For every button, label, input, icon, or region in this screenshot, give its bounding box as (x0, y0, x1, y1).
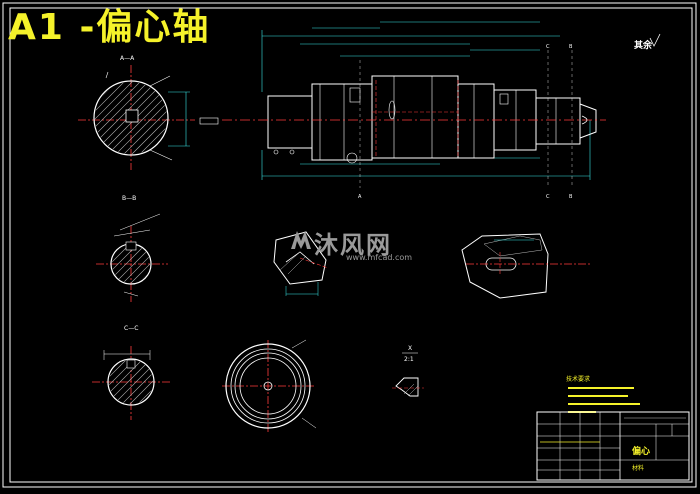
cut-mark-c-top: C (546, 44, 550, 50)
cut-mark-c-bottom: C (546, 194, 550, 200)
roughness-symbol (649, 33, 661, 47)
outer-frame (2, 2, 697, 488)
cut-mark-a: A (358, 194, 362, 200)
section-b-b: B—B (96, 195, 168, 302)
drawing-title: A1 -偏心轴 (8, 7, 211, 48)
section-b-b-label: B—B (122, 195, 136, 202)
detail-x-label: X (408, 345, 412, 352)
section-a-a: A—A (78, 55, 219, 170)
detail-keyway (273, 231, 329, 296)
a-a-outline (93, 80, 169, 156)
section-c-c: C—C (92, 325, 172, 420)
tech-requirements: 技术要求 (566, 375, 640, 413)
watermark-text: 沐风网 (314, 231, 392, 259)
detail-x-scale: 2:1 (404, 356, 414, 363)
title-block-name: 偏心 (632, 445, 650, 457)
shaft-elevation (222, 21, 606, 188)
section-c-c-label: C—C (124, 325, 138, 332)
section-a-a-label: A—A (120, 55, 135, 62)
cut-mark-b-bottom: B (569, 194, 573, 200)
title-block: 偏心 材料 (536, 411, 690, 481)
watermark-url: www.mfcad.com (346, 253, 413, 262)
title-block-material: 材料 (632, 464, 644, 472)
end-view (222, 339, 317, 432)
cut-mark-b-top: B (569, 44, 573, 50)
detail-eccentric (461, 233, 590, 299)
watermark-logo-icon (291, 231, 311, 249)
roughness-other-label: 其余 (634, 39, 653, 51)
tech-req-title: 技术要求 (566, 375, 590, 383)
inner-frame (9, 7, 693, 483)
detail-x: X 2:1 (392, 345, 424, 397)
